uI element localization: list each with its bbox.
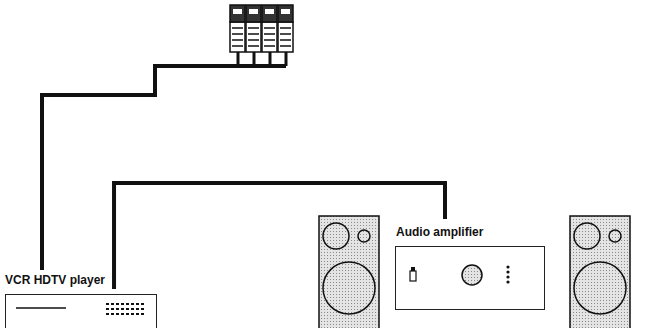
vcr-player: VCR HDTV player (4, 270, 157, 328)
vcr-button (116, 313, 119, 315)
vcr-button (116, 303, 119, 305)
vcr-button (141, 308, 144, 310)
device-label: Audio amplifier (395, 225, 484, 239)
vcr-button (106, 313, 109, 315)
vcr-button (106, 308, 109, 310)
indicator-dot (506, 280, 509, 283)
device-detail (396, 247, 544, 309)
vcr-button (106, 303, 109, 305)
vcr-button (136, 308, 139, 310)
amplifier-box (395, 246, 545, 310)
connector-plugs (230, 5, 293, 66)
vcr-button (126, 313, 129, 315)
audio-amplifier: Audio amplifier (395, 222, 545, 310)
vcr-button (131, 303, 134, 305)
vcr-button (131, 313, 134, 315)
indicator-dot (506, 265, 509, 268)
vcr-button (121, 303, 124, 305)
power-switch (411, 267, 415, 271)
vcr-button (141, 313, 144, 315)
vcr-button (126, 303, 129, 305)
vcr-button (121, 313, 124, 315)
vcr-button (111, 303, 114, 305)
vcr-button (131, 308, 134, 310)
video-cable (42, 66, 286, 270)
device-detail (6, 295, 156, 328)
indicator-dot (506, 275, 509, 278)
vcr-button (136, 313, 139, 315)
vcr-button (126, 308, 129, 310)
vcr-button (121, 308, 124, 310)
vcr-button (111, 313, 114, 315)
vcr-box (5, 294, 157, 328)
indicator-dot (506, 270, 509, 273)
vcr-button (141, 303, 144, 305)
device-label: VCR HDTV player (4, 273, 106, 287)
left-speaker (319, 216, 379, 328)
vcr-button (116, 308, 119, 310)
vcr-button (111, 308, 114, 310)
tape-slot (16, 307, 66, 309)
vcr-button (136, 303, 139, 305)
right-speaker (570, 216, 630, 328)
volume-knob (462, 265, 482, 285)
power-switch (410, 271, 416, 281)
